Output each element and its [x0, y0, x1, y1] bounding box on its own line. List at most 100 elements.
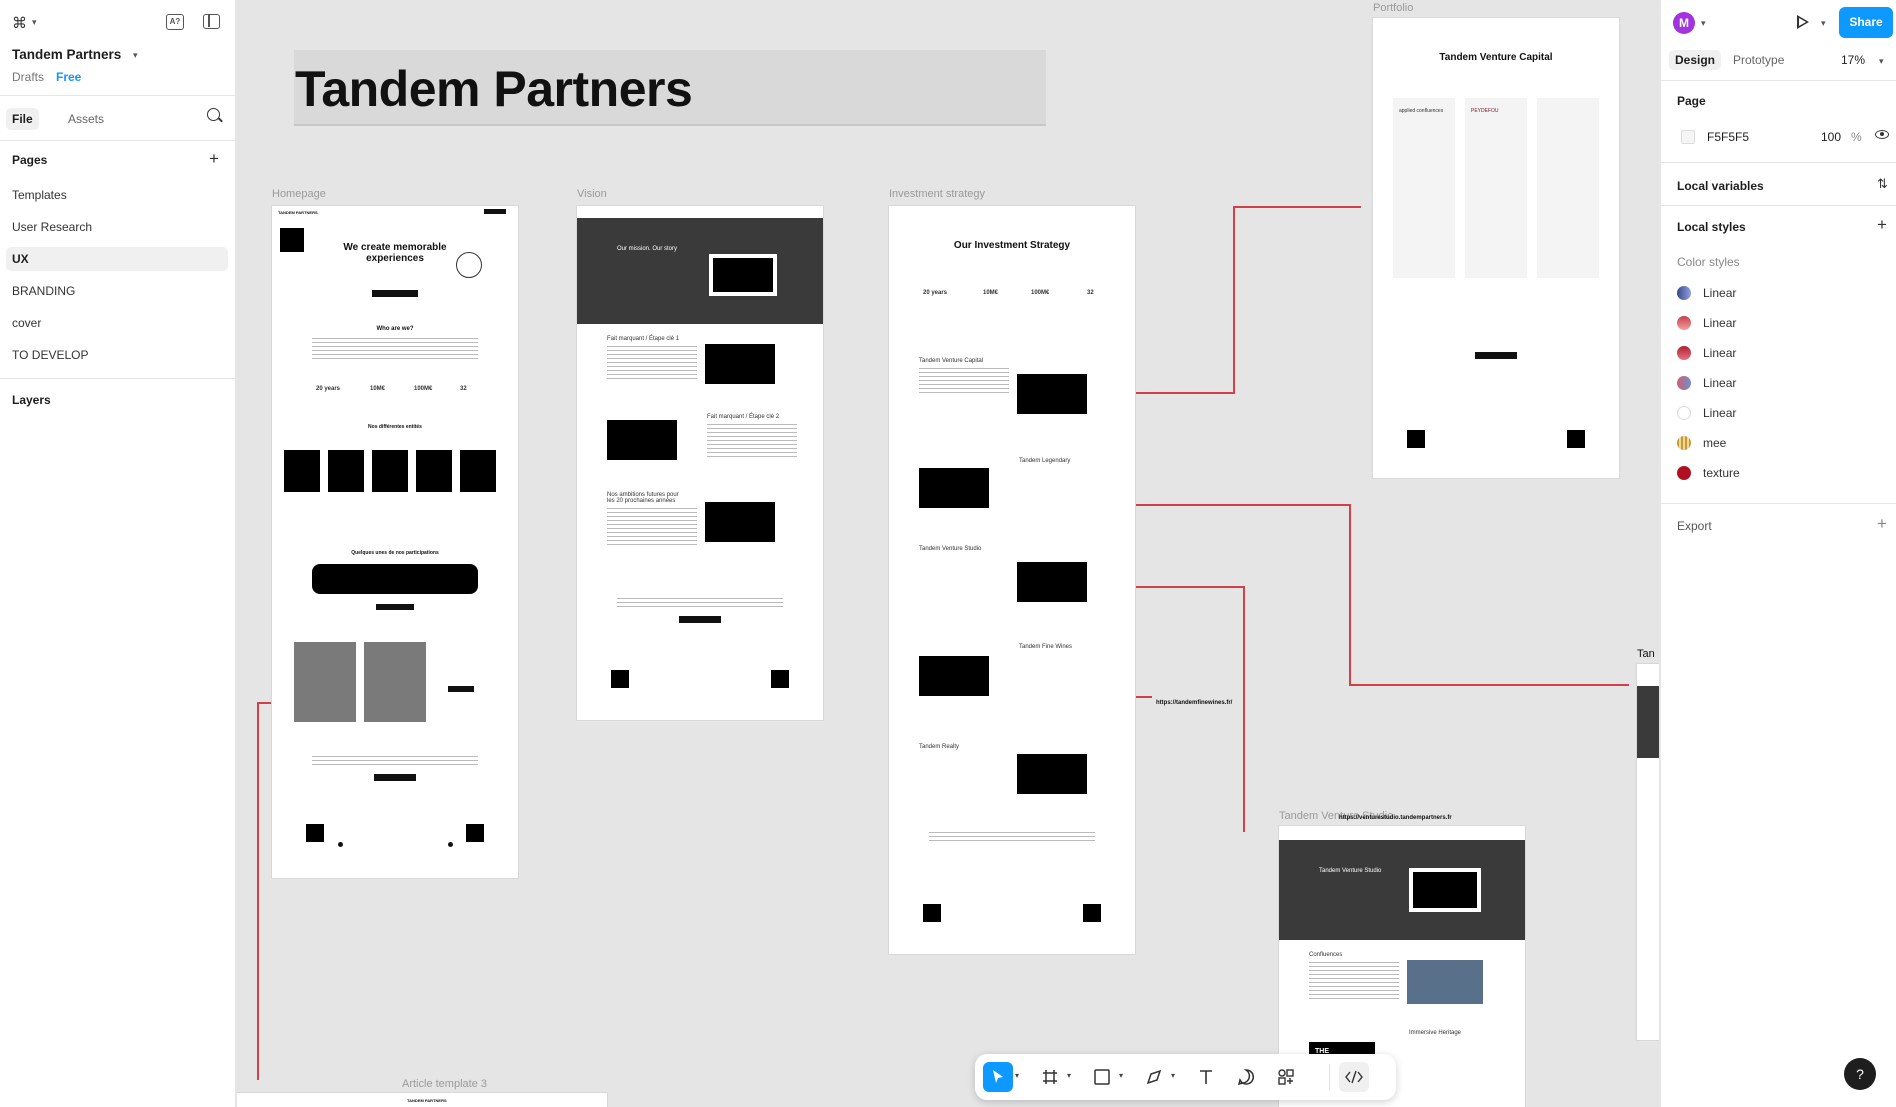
- divider: [1661, 205, 1896, 206]
- portfolio-logo: applied confluences: [1399, 108, 1444, 114]
- comment-tool[interactable]: [1231, 1062, 1261, 1092]
- metric: 20 years: [923, 290, 948, 296]
- page-color-field[interactable]: F5F5F5 100 %: [1673, 125, 1879, 149]
- frame-label-homepage[interactable]: Homepage: [272, 188, 326, 200]
- eye-icon[interactable]: [1875, 130, 1889, 139]
- vision-image: [705, 344, 775, 384]
- page-item-branding[interactable]: BRANDING: [12, 284, 76, 298]
- avatar[interactable]: M: [1673, 12, 1695, 34]
- page-item-cover[interactable]: cover: [12, 316, 42, 330]
- frame-quote: [312, 756, 478, 766]
- vision-hero-image: [709, 254, 777, 296]
- export-title[interactable]: Export: [1677, 519, 1712, 533]
- variables-icon[interactable]: ⇅: [1877, 176, 1888, 191]
- strategy-image: [1017, 374, 1087, 414]
- connector-line: [1349, 504, 1351, 686]
- chevron-down-icon[interactable]: ▾: [1015, 1071, 1020, 1080]
- metric: 10M€: [983, 290, 999, 296]
- tab-prototype[interactable]: Prototype: [1733, 53, 1785, 67]
- share-button[interactable]: Share: [1839, 7, 1893, 38]
- frame-article[interactable]: TANDEM PARTNERS: [237, 1093, 607, 1107]
- frame-tool[interactable]: [1035, 1062, 1065, 1092]
- drafts-link[interactable]: Drafts: [12, 70, 45, 84]
- frame-label-vision[interactable]: Vision: [577, 188, 607, 200]
- page-color-swatch[interactable]: [1681, 130, 1695, 144]
- zoom-level[interactable]: 17%: [1841, 53, 1866, 67]
- page-item-user-research[interactable]: User Research: [12, 220, 93, 234]
- frame-label-article[interactable]: Article template 3: [402, 1078, 487, 1090]
- tab-assets[interactable]: Assets: [68, 112, 105, 126]
- frame-subtitle: Who are we?: [376, 326, 414, 332]
- color-style-item[interactable]: Linear: [1677, 344, 1877, 362]
- toggle-sidebar-icon[interactable]: [203, 14, 220, 29]
- add-style-icon[interactable]: +: [1877, 215, 1887, 234]
- dev-mode-tool[interactable]: [1339, 1062, 1369, 1092]
- frame-label-edge[interactable]: Tan: [1637, 648, 1655, 660]
- frame-investment-strategy[interactable]: Our Investment Strategy 20 years 10M€ 10…: [889, 206, 1135, 954]
- page-item-ux[interactable]: UX: [6, 247, 228, 271]
- project-name[interactable]: Tandem Partners: [12, 47, 122, 62]
- chevron-down-icon[interactable]: ▾: [1701, 18, 1706, 28]
- metric: 32: [460, 386, 467, 392]
- chevron-down-icon[interactable]: ▾: [1879, 56, 1884, 66]
- frame-cta: [679, 616, 721, 623]
- chevron-down-icon[interactable]: ▾: [1821, 18, 1826, 28]
- frame-cta: [376, 604, 414, 610]
- connector-line: [1105, 586, 1245, 588]
- chevron-down-icon[interactable]: ▾: [133, 50, 138, 60]
- color-style-item[interactable]: Linear: [1677, 314, 1877, 332]
- title-banner[interactable]: [294, 50, 1046, 126]
- help-button[interactable]: ?: [1844, 1058, 1876, 1090]
- connector-line: [1077, 504, 1351, 506]
- color-style-item[interactable]: Linear: [1677, 284, 1877, 302]
- studio-hero-title: Tandem Venture Studio: [1319, 868, 1382, 874]
- style-label: mee: [1703, 436, 1727, 450]
- chevron-down-icon[interactable]: ▾: [1119, 1071, 1124, 1080]
- add-page-icon[interactable]: +: [209, 149, 219, 168]
- color-style-item[interactable]: Linear: [1677, 404, 1877, 422]
- local-variables-title[interactable]: Local variables: [1677, 179, 1764, 193]
- add-export-icon[interactable]: +: [1877, 514, 1887, 533]
- style-swatch: [1677, 406, 1691, 420]
- canvas[interactable]: Tandem Partners Homepage TANDEM PARTNERS…: [237, 0, 1659, 1107]
- frame-paragraph: [607, 508, 697, 548]
- rectangle-tool[interactable]: [1087, 1062, 1117, 1092]
- color-style-item[interactable]: mee: [1677, 434, 1877, 452]
- color-style-item[interactable]: texture: [1677, 464, 1877, 482]
- chevron-down-icon[interactable]: ▾: [1171, 1071, 1176, 1080]
- frame-label-portfolio[interactable]: Portfolio: [1373, 2, 1414, 14]
- frame-portfolio[interactable]: Tandem Venture Capital applied confluenc…: [1373, 18, 1619, 478]
- tab-file[interactable]: File: [6, 108, 39, 130]
- actions-tool[interactable]: [1271, 1062, 1301, 1092]
- frame-vision[interactable]: Our mission. Our story Fait marquant / É…: [577, 206, 823, 720]
- project-header: ⌘ ▾ A? Tandem Partners ▾ Drafts Free: [0, 0, 236, 96]
- color-styles-title: Color styles: [1677, 255, 1740, 269]
- move-tool[interactable]: [983, 1062, 1013, 1092]
- frame-paragraph: [1309, 962, 1399, 1002]
- metric: 32: [1087, 290, 1094, 296]
- frame-homepage[interactable]: TANDEM PARTNERS We create memorable expe…: [272, 206, 518, 878]
- news-card: [364, 642, 426, 722]
- present-icon[interactable]: [1797, 15, 1809, 29]
- frame-label-investment-strategy[interactable]: Investment strategy: [889, 188, 985, 200]
- page-color-hex[interactable]: F5F5F5: [1707, 130, 1750, 144]
- search-icon[interactable]: [207, 108, 220, 121]
- frame-cta: [1475, 352, 1517, 359]
- tab-design[interactable]: Design: [1669, 50, 1722, 70]
- divider: [1329, 1064, 1330, 1090]
- page-opacity[interactable]: 100: [1821, 130, 1842, 144]
- ai-icon[interactable]: A?: [166, 14, 184, 30]
- color-style-item[interactable]: Linear: [1677, 374, 1877, 392]
- url-annotation: https://tandemfinewines.fr/: [1156, 700, 1233, 706]
- figma-menu-icon[interactable]: ⌘: [12, 15, 27, 32]
- pen-tool[interactable]: [1139, 1062, 1169, 1092]
- page-item-templates[interactable]: Templates: [12, 188, 67, 202]
- frame-label-venture-studio[interactable]: Tandem Venture Studio: [1279, 810, 1394, 822]
- frame-edge[interactable]: [1637, 664, 1659, 1040]
- chevron-down-icon[interactable]: ▾: [32, 17, 37, 27]
- text-tool[interactable]: [1191, 1062, 1221, 1092]
- shape-dot: [448, 842, 453, 847]
- chevron-down-icon[interactable]: ▾: [1067, 1071, 1072, 1080]
- plan-badge[interactable]: Free: [56, 70, 82, 84]
- page-item-to-develop[interactable]: TO DEVELOP: [12, 348, 89, 362]
